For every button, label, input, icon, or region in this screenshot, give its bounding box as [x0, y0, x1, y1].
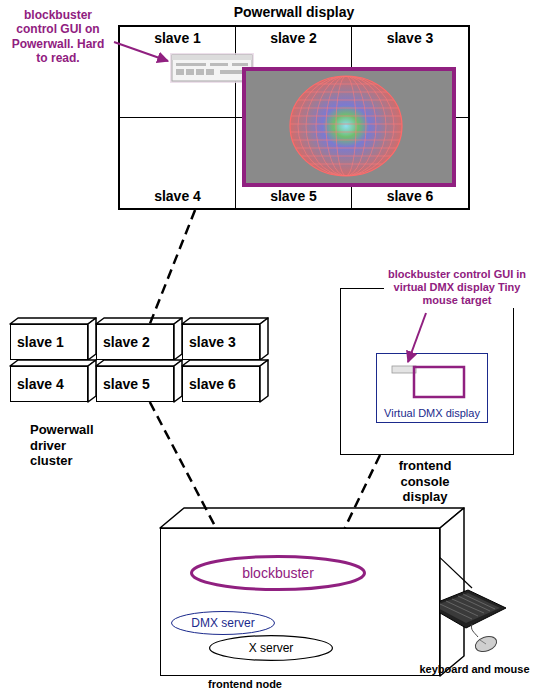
ellipse-shape [172, 612, 275, 635]
connector [345, 455, 380, 528]
mini-gui-window [392, 366, 464, 397]
node-text: slave 5 [270, 188, 317, 205]
cluster-node: slave 5 [96, 366, 174, 402]
cluster-node: slave 3 [182, 324, 260, 360]
node-text: slave 1 [154, 30, 201, 47]
node-text: frontend node [195, 678, 295, 691]
node-text: slave 4 [17, 376, 64, 393]
node-text: frontend console display [385, 458, 465, 505]
node-text: blockbuster [242, 565, 314, 582]
process-ellipse: DMX server [171, 611, 275, 635]
node-text: slave 5 [103, 376, 150, 393]
box-side-face [174, 360, 182, 402]
display-tile: slave 4 [120, 118, 236, 209]
node-text: X server [249, 641, 294, 655]
callout-arrow [408, 313, 426, 362]
label-box: blockbuster control GUI in virtual DMX d… [384, 268, 530, 308]
cluster-node: slave 4 [10, 366, 88, 402]
box-side-face [260, 360, 268, 402]
connector [440, 558, 472, 588]
node-text: keyboard and mouse [419, 663, 529, 676]
box-side-face [260, 318, 268, 360]
process-ellipse: X server [209, 635, 333, 661]
frontend-node: blockbusterDMX server X server frontend no… [160, 528, 440, 691]
node-text: Virtual DMX display [384, 407, 480, 420]
mouse-icon [471, 624, 498, 654]
input-devices: keyboard and mouse [412, 588, 534, 678]
box-side-face [88, 360, 96, 402]
cluster-node: slave 6 [182, 366, 260, 402]
ellipse-shape [210, 636, 333, 661]
label-box: blockbuster control GUI on Powerwall. Ha… [6, 8, 110, 66]
box-side-face [440, 508, 464, 676]
callout-note: blockbuster control GUI on Powerwall. Ha… [6, 8, 110, 66]
machine-front-face: blockbusterDMX server X server [160, 528, 440, 676]
cluster-node: slave 2 [96, 324, 174, 360]
box-side-face [88, 318, 96, 360]
render-window [244, 69, 454, 185]
callout-arrow [114, 42, 168, 61]
ellipse-shape [192, 557, 365, 590]
node-text: slave 4 [154, 188, 201, 205]
box-top-face [160, 508, 464, 528]
connector [150, 402, 216, 528]
node-text: slave 3 [387, 30, 434, 47]
node-text: slave 3 [189, 334, 236, 351]
group-label: Powerwall driver cluster [30, 422, 102, 469]
connector [150, 210, 195, 324]
control-gui-window [170, 53, 254, 83]
virtual-display: Virtual DMX display [376, 353, 488, 423]
callout-note: blockbuster control GUI in virtual DMX d… [384, 268, 530, 308]
monitor-frame: Virtual DMX display [340, 288, 514, 455]
node-text: slave 2 [103, 334, 150, 351]
node-text: DMX server [191, 616, 254, 630]
node-text: slave 2 [270, 30, 317, 47]
process-ellipse: blockbuster [190, 555, 366, 591]
node-text: slave 6 [189, 376, 236, 393]
box-side-face [174, 318, 182, 360]
label-box: Powerwall driver cluster [30, 422, 102, 469]
node-text: slave 1 [17, 334, 64, 351]
node-text: Powerwall display [118, 2, 470, 22]
node-text: slave 6 [387, 188, 434, 205]
cluster-node: slave 1 [10, 324, 88, 360]
